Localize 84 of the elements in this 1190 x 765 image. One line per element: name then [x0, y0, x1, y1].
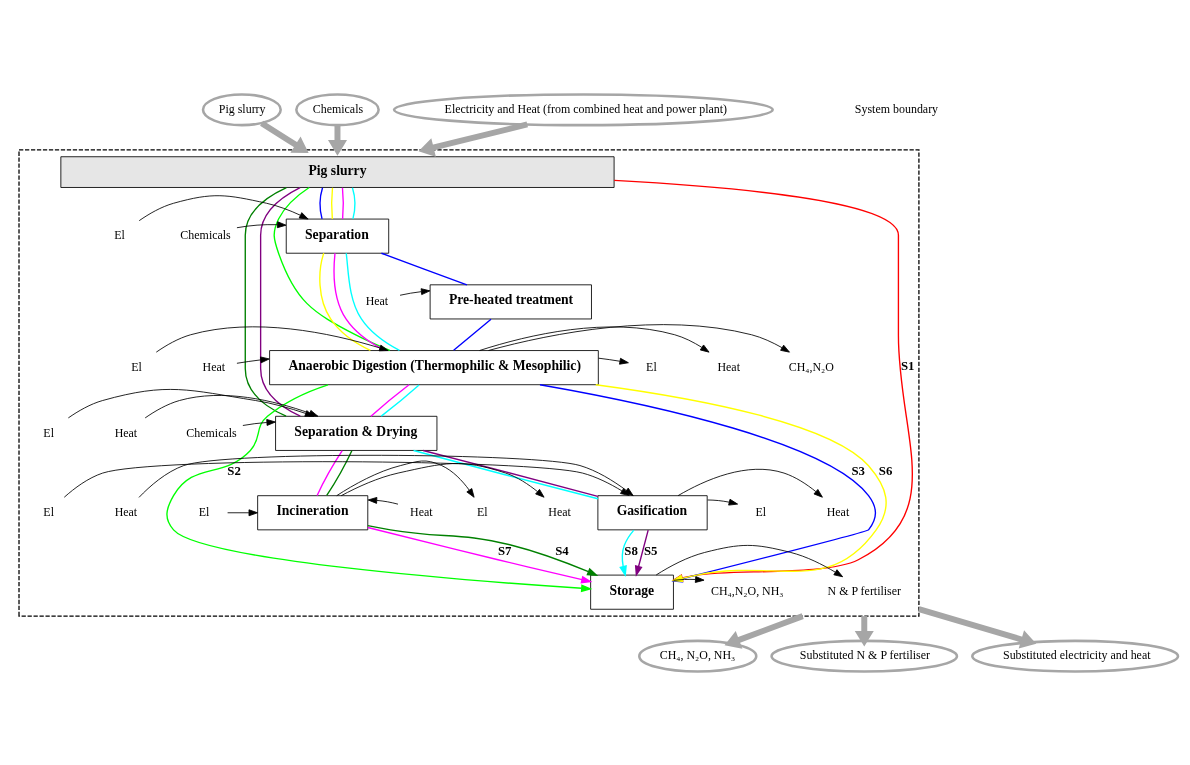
arrow	[488, 323, 790, 353]
connector	[319, 186, 324, 220]
arrow	[236, 220, 287, 228]
connector	[453, 318, 492, 351]
node-text: El	[43, 504, 54, 519]
edge-label: S8	[624, 543, 638, 558]
node-text: Heat	[717, 359, 740, 374]
node-box: Pig slurry	[60, 155, 615, 188]
node-text: El	[477, 504, 488, 519]
edge-label: S2	[227, 463, 241, 478]
node-ellipse: CH₄, N₂O, NH₃	[638, 639, 758, 673]
arrow	[166, 383, 593, 592]
arrow	[336, 460, 475, 498]
arrow	[236, 356, 270, 364]
node-text: El	[131, 359, 142, 374]
connector	[370, 383, 410, 417]
node-text: CH₄,N₂O	[788, 359, 834, 374]
node-box: Pre-heated treatment	[429, 283, 592, 319]
node-box: Separation	[285, 218, 390, 254]
node-text: El	[646, 359, 657, 374]
node-box: Gasification	[597, 494, 708, 530]
connector	[345, 252, 401, 351]
connector	[319, 252, 372, 351]
arrow	[367, 526, 593, 583]
node-text: El	[114, 227, 125, 242]
arrow	[138, 194, 309, 221]
node-ellipse: Chemicals	[295, 92, 380, 126]
arrow	[399, 287, 431, 296]
arrow	[327, 124, 348, 156]
node-ellipse: Substituted electricity and heat	[971, 639, 1180, 673]
arrow	[634, 528, 649, 577]
node-box: Storage	[590, 574, 674, 610]
node-text: Heat	[548, 504, 571, 519]
node-text: Heat	[826, 504, 850, 519]
node-text: Heat	[410, 504, 433, 519]
node-text: Chemicals	[180, 227, 231, 242]
node-text: Heat	[114, 425, 138, 440]
arrow	[155, 325, 389, 353]
legend-label: System boundary	[854, 101, 939, 116]
connector	[380, 383, 420, 417]
arrow	[677, 468, 823, 498]
node-text: Heat	[114, 504, 138, 519]
arrow	[367, 524, 599, 576]
connector	[341, 186, 344, 220]
node-ellipse: Electricity and Heat (from combined heat and power plant)	[392, 92, 774, 126]
arrow	[918, 605, 1037, 649]
node-text: Chemicals	[186, 425, 237, 440]
arrow	[340, 462, 545, 498]
arrow	[619, 528, 635, 577]
edge-label: S4	[555, 543, 569, 558]
edge-label: S3	[851, 463, 865, 478]
node-box: Anaerobic Digestion (Thermophilic & Mesophilic)	[269, 349, 599, 385]
node-text: N & P fertiliser	[827, 583, 902, 598]
connector	[244, 186, 288, 417]
connector	[259, 186, 301, 417]
arrow	[260, 120, 309, 153]
node-text: El	[198, 504, 210, 519]
node-box: Incineration	[257, 494, 369, 530]
node-ellipse: Pig slurry	[201, 92, 282, 126]
connector	[326, 449, 353, 496]
arrow	[367, 496, 399, 505]
connector	[380, 252, 468, 285]
edge-label: S5	[643, 543, 658, 558]
connector	[316, 449, 343, 496]
connector	[331, 186, 334, 220]
node-box: Separation & Drying	[275, 415, 438, 451]
node-text: El	[755, 504, 767, 519]
connector	[273, 186, 391, 351]
arrow	[242, 418, 276, 426]
arrow	[707, 498, 739, 506]
edge-label: S1	[900, 358, 915, 373]
edge-label: S7	[497, 543, 512, 558]
arrow	[655, 544, 844, 577]
node-text: Heat	[365, 293, 389, 308]
node-ellipse: Substituted N & P fertiliser	[770, 639, 959, 673]
arrow	[227, 508, 258, 516]
node-text: Heat	[202, 359, 226, 374]
node-text: El	[43, 425, 54, 440]
arrow	[598, 357, 629, 365]
edge-label: S6	[878, 463, 893, 478]
arrow	[479, 326, 710, 353]
node-text: CH₄,N₂O, NH₃	[711, 583, 784, 598]
cluster	[18, 148, 920, 617]
connector	[351, 186, 356, 220]
